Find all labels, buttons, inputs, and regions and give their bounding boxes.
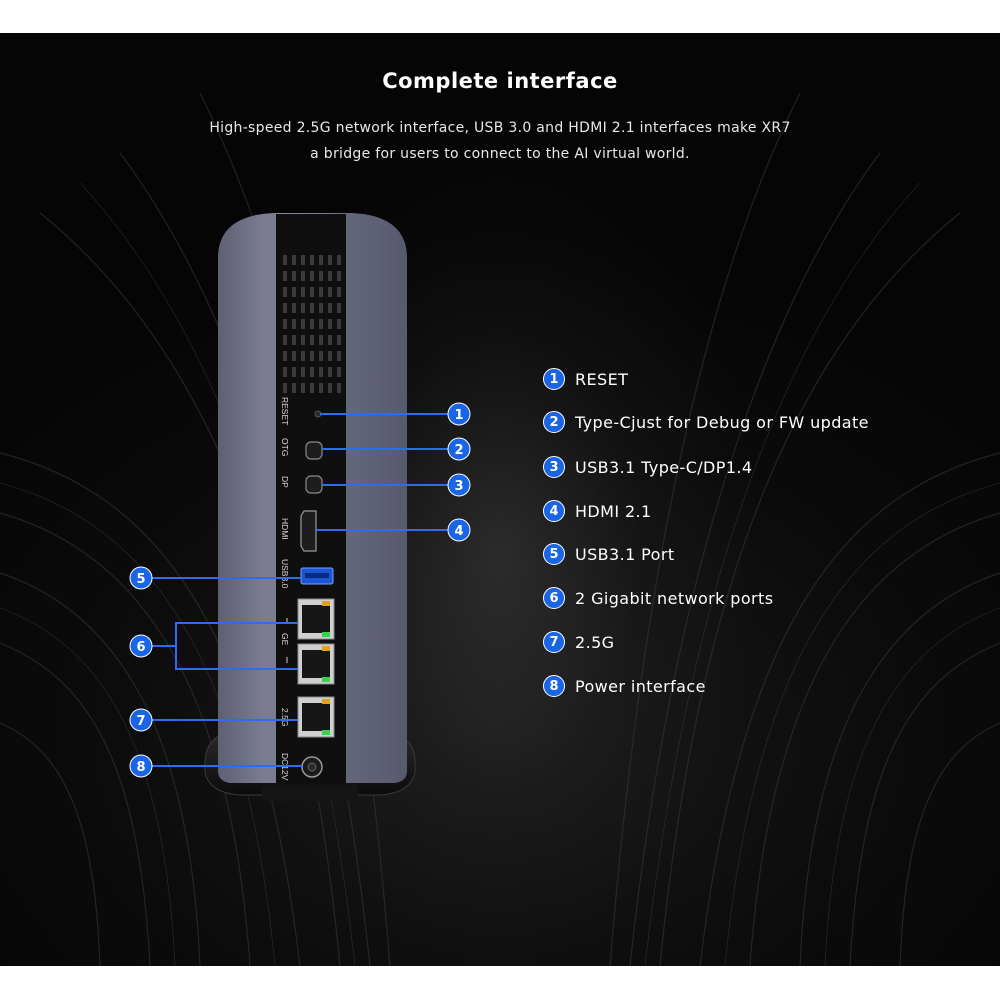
callout-2: 2: [447, 437, 471, 461]
legend-item-gigabit-ports: 6 2 Gigabit network ports: [543, 586, 983, 610]
legend-label: USB3.1 Port: [575, 544, 675, 564]
legend-badge: 2: [543, 411, 565, 433]
port-25g: [297, 696, 335, 738]
svg-text:4: 4: [454, 524, 463, 539]
page-subtitle-line-2: a bridge for users to connect to the AI …: [310, 146, 690, 162]
legend-item-hdmi: 4 HDMI 2.1: [543, 499, 983, 523]
legend-label: 2 Gigabit network ports: [575, 588, 774, 608]
label-reset: RESET: [280, 397, 290, 425]
callout-1: 1: [447, 402, 471, 426]
legend-item-power: 8 Power interface: [543, 674, 983, 698]
port-usb: [300, 567, 334, 585]
svg-text:7: 7: [136, 714, 145, 729]
legend-label: 2.5G: [575, 632, 615, 652]
port-otg: [305, 441, 323, 460]
legend-label: USB3.1 Type-C/DP1.4: [575, 457, 753, 477]
callout-7: 7: [129, 708, 153, 732]
label-dp: DP: [280, 476, 290, 488]
vent-grille: [283, 255, 341, 393]
legend-badge: 8: [543, 675, 565, 697]
legend-badge: 1: [543, 368, 565, 390]
legend-item-reset: 1 RESET: [543, 367, 983, 391]
port-dc: [301, 756, 323, 778]
label-ge: GE: [280, 633, 290, 646]
port-ge-1: [297, 598, 335, 640]
legend-badge: 3: [543, 456, 565, 478]
callout-lines: [152, 413, 448, 767]
svg-text:6: 6: [136, 640, 145, 655]
page-title: Complete interface: [382, 69, 618, 93]
callout-4: 4: [447, 518, 471, 542]
callout-3: 3: [447, 473, 471, 497]
legend-label: RESET: [575, 369, 629, 389]
legend-badge: 6: [543, 587, 565, 609]
legend-item-usb-port: 5 USB3.1 Port: [543, 542, 983, 566]
port-hdmi: [300, 510, 317, 552]
label-usb: USB3.0: [280, 559, 290, 589]
svg-text:8: 8: [136, 760, 145, 775]
label-otg: OTG: [280, 438, 290, 456]
device-illustration: RESET OTG DP HDMI USB3.0 GE 2.5G DC12V 1: [129, 213, 471, 801]
callout-6: 6: [129, 634, 153, 658]
port-dp: [305, 475, 323, 494]
callout-5: 5: [129, 566, 153, 590]
device-body: [218, 213, 407, 783]
svg-text:1: 1: [454, 408, 463, 423]
page-subtitle-line-1: High-speed 2.5G network interface, USB 3…: [209, 120, 791, 136]
port-ge-2: [297, 643, 335, 685]
callout-8: 8: [129, 754, 153, 778]
legend-label: Power interface: [575, 676, 706, 696]
legend-item-usb-type-c-dp: 3 USB3.1 Type-C/DP1.4: [543, 455, 983, 479]
svg-text:2: 2: [454, 443, 463, 458]
legend-label: Type-Cjust for Debug or FW update: [575, 412, 869, 432]
hero-panel: Complete interface High-speed 2.5G netwo…: [0, 33, 1000, 966]
svg-text:5: 5: [136, 572, 145, 587]
legend-badge: 7: [543, 631, 565, 653]
label-hdmi: HDMI: [280, 518, 290, 540]
legend-item-type-c-debug: 2 Type-Cjust for Debug or FW update: [543, 410, 983, 434]
legend-item-25g: 7 2.5G: [543, 630, 983, 654]
legend-badge: 5: [543, 543, 565, 565]
svg-text:3: 3: [454, 479, 463, 494]
label-25g: 2.5G: [280, 708, 290, 726]
legend-label: HDMI 2.1: [575, 501, 652, 521]
legend-badge: 4: [543, 500, 565, 522]
